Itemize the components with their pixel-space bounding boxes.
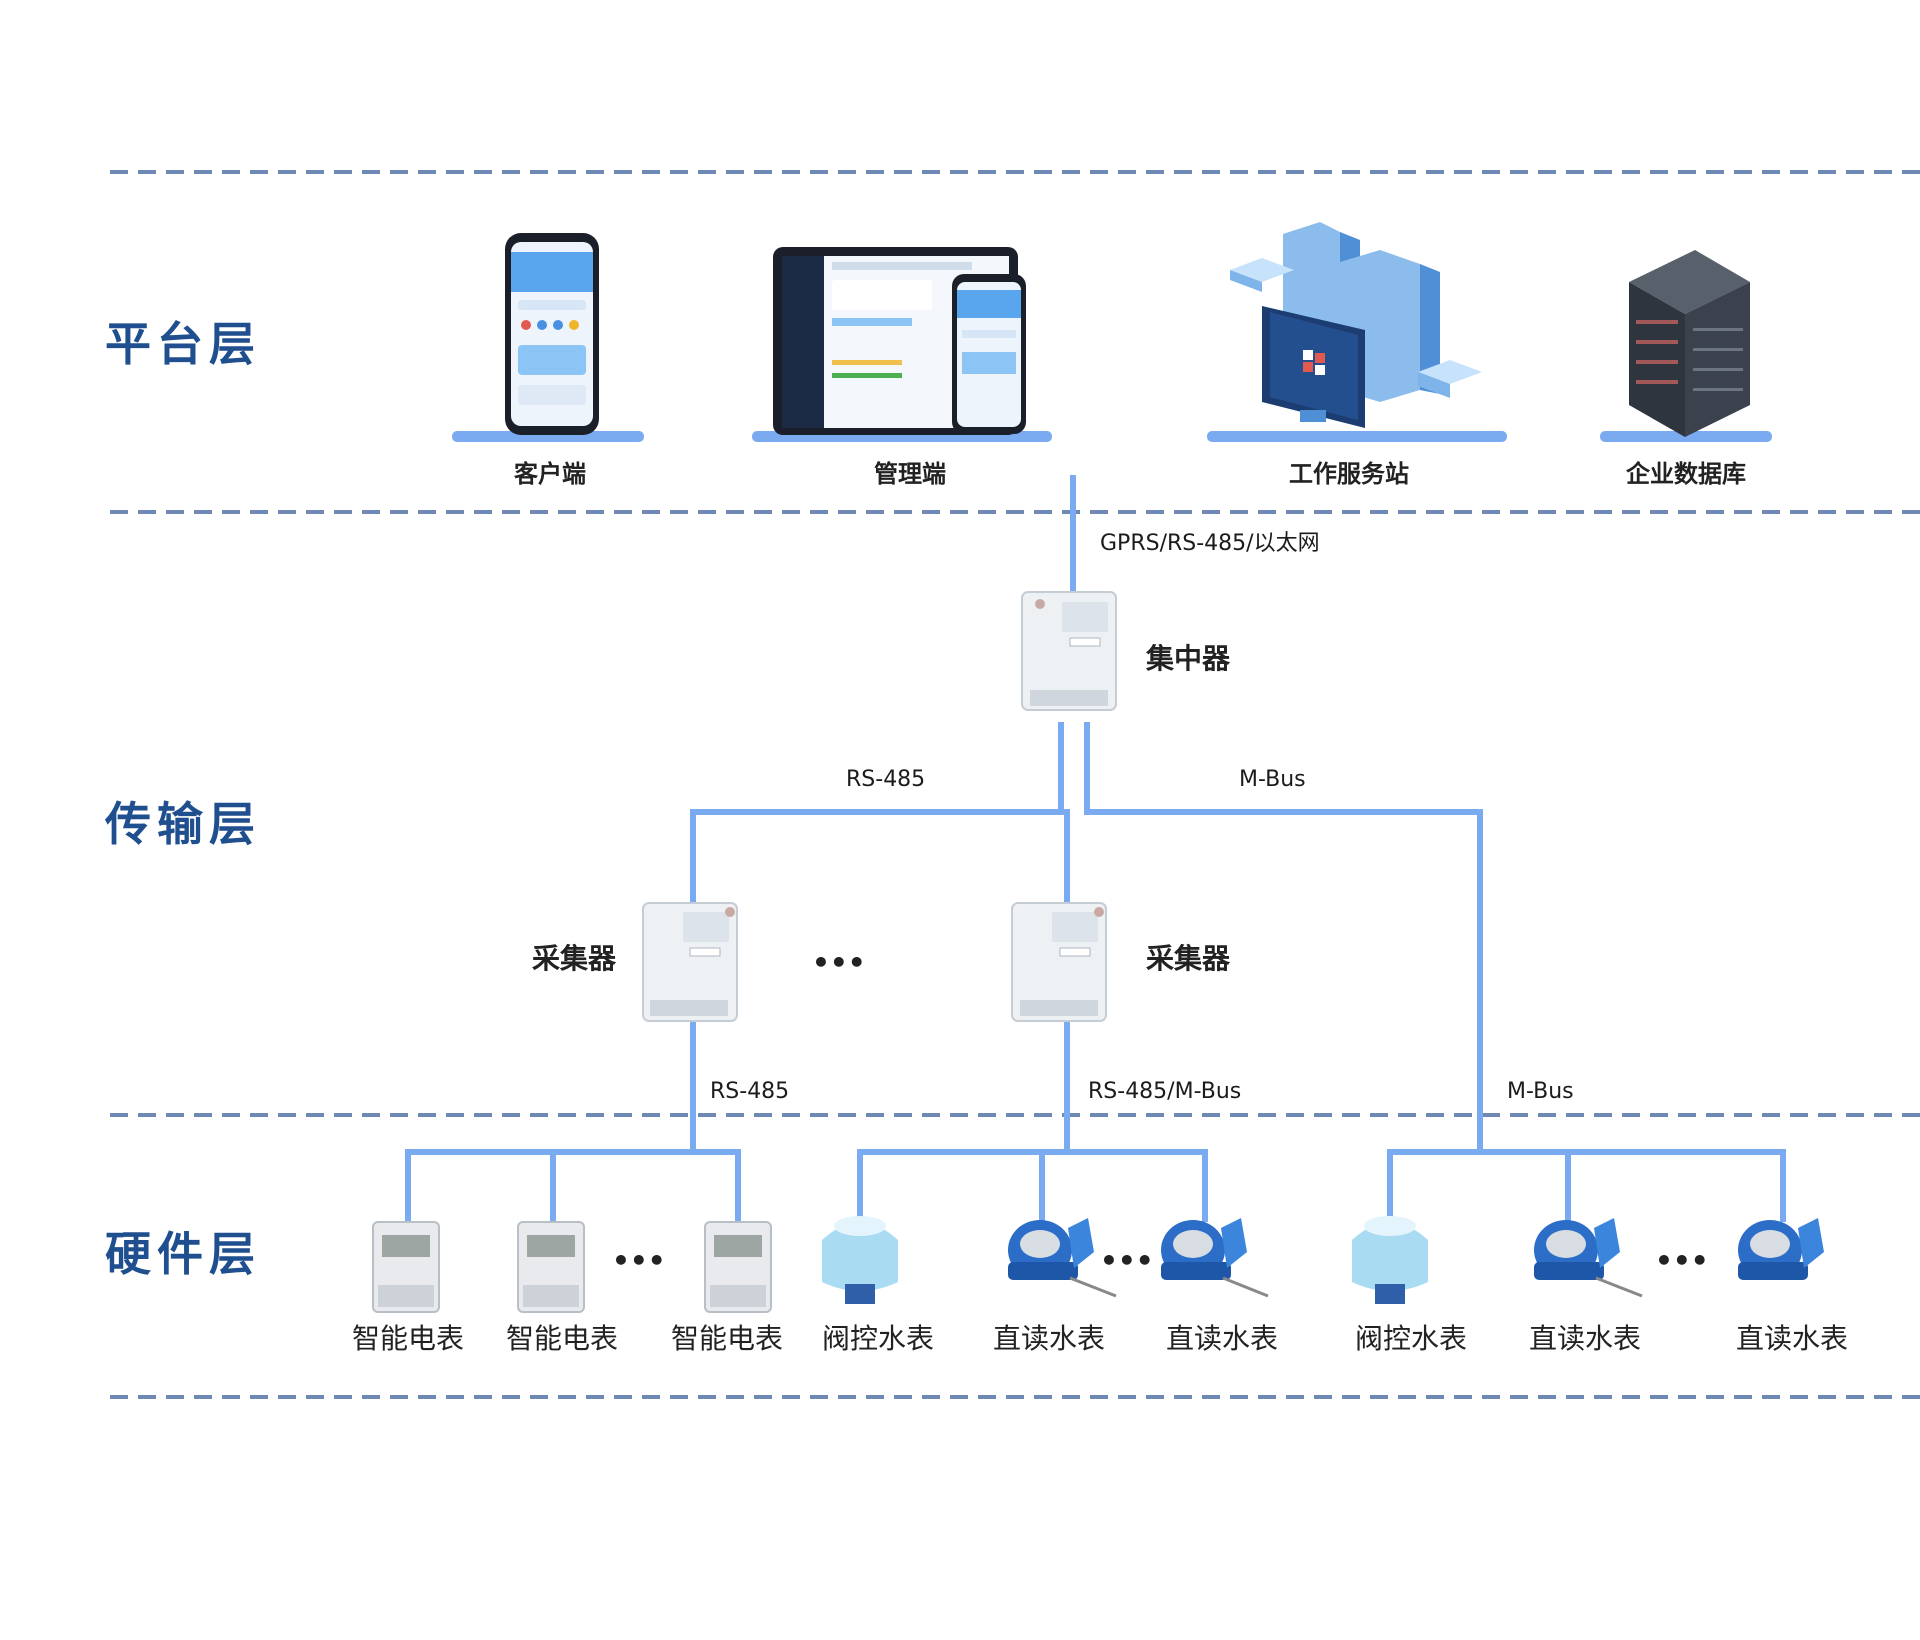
database-rack-icon (1600, 250, 1772, 442)
database-label: 企业数据库 (1626, 460, 1746, 488)
direct-meter-label-4: 直读水表 (1736, 1322, 1848, 1355)
smart-meter-icon (704, 1221, 772, 1313)
collector-right-device-icon (1011, 902, 1107, 1022)
uplink-label: GPRS/RS-485/以太网 (1100, 531, 1320, 556)
rs485-mbus-label: RS-485/M-Bus (1088, 1079, 1241, 1104)
rs485-collector-label: RS-485 (710, 1079, 789, 1104)
smart-meter-icon (517, 1221, 585, 1313)
direct-water-meter-icon (1161, 1218, 1269, 1298)
layer-title-hardware: 硬件层 (105, 1227, 261, 1281)
hardware-ellipsis-2: ••• (1100, 1244, 1154, 1277)
collector-right-label: 采集器 (1146, 942, 1231, 975)
concentrator-device-icon (1021, 591, 1117, 711)
admin-dashboard-icon (752, 247, 1052, 442)
valve-meter-label-2: 阀控水表 (1355, 1322, 1467, 1355)
direct-water-meter-icon (1534, 1218, 1643, 1298)
valve-water-meter-icon (1352, 1216, 1428, 1304)
direct-water-meter-icon (1008, 1218, 1117, 1298)
direct-meter-label-1: 直读水表 (993, 1322, 1105, 1355)
network-wires (405, 475, 1786, 1222)
valve-water-meter-icon (822, 1216, 898, 1304)
smart-meter-label-1: 智能电表 (352, 1322, 464, 1355)
smart-meter-label-3: 智能电表 (671, 1322, 783, 1355)
mbus-lower-label: M-Bus (1507, 1079, 1574, 1104)
hardware-ellipsis-3: ••• (1655, 1244, 1709, 1277)
layer-title-transport: 传输层 (104, 797, 261, 851)
rs485-label-left: RS-485 (846, 767, 925, 792)
direct-meter-label-3: 直读水表 (1529, 1322, 1641, 1355)
collector-left-label: 采集器 (532, 942, 617, 975)
smart-meter-icon (372, 1221, 440, 1313)
workstation-server-icon (1207, 222, 1507, 442)
layer-title-platform: 平台层 (105, 317, 261, 371)
admin-label: 管理端 (874, 460, 946, 488)
direct-meter-label-2: 直读水表 (1166, 1322, 1278, 1355)
collector-left-device-icon (642, 902, 738, 1022)
direct-water-meter-icon (1738, 1218, 1824, 1280)
client-phone-icon (452, 233, 644, 442)
client-label: 客户端 (514, 460, 586, 488)
valve-meter-label-1: 阀控水表 (822, 1322, 934, 1355)
smart-meter-label-2: 智能电表 (506, 1322, 618, 1355)
workstation-label: 工作服务站 (1289, 460, 1409, 488)
hardware-ellipsis-1: ••• (612, 1244, 666, 1277)
concentrator-label: 集中器 (1145, 642, 1231, 675)
collector-ellipsis: ••• (812, 946, 866, 979)
mbus-label-right: M-Bus (1239, 767, 1306, 792)
